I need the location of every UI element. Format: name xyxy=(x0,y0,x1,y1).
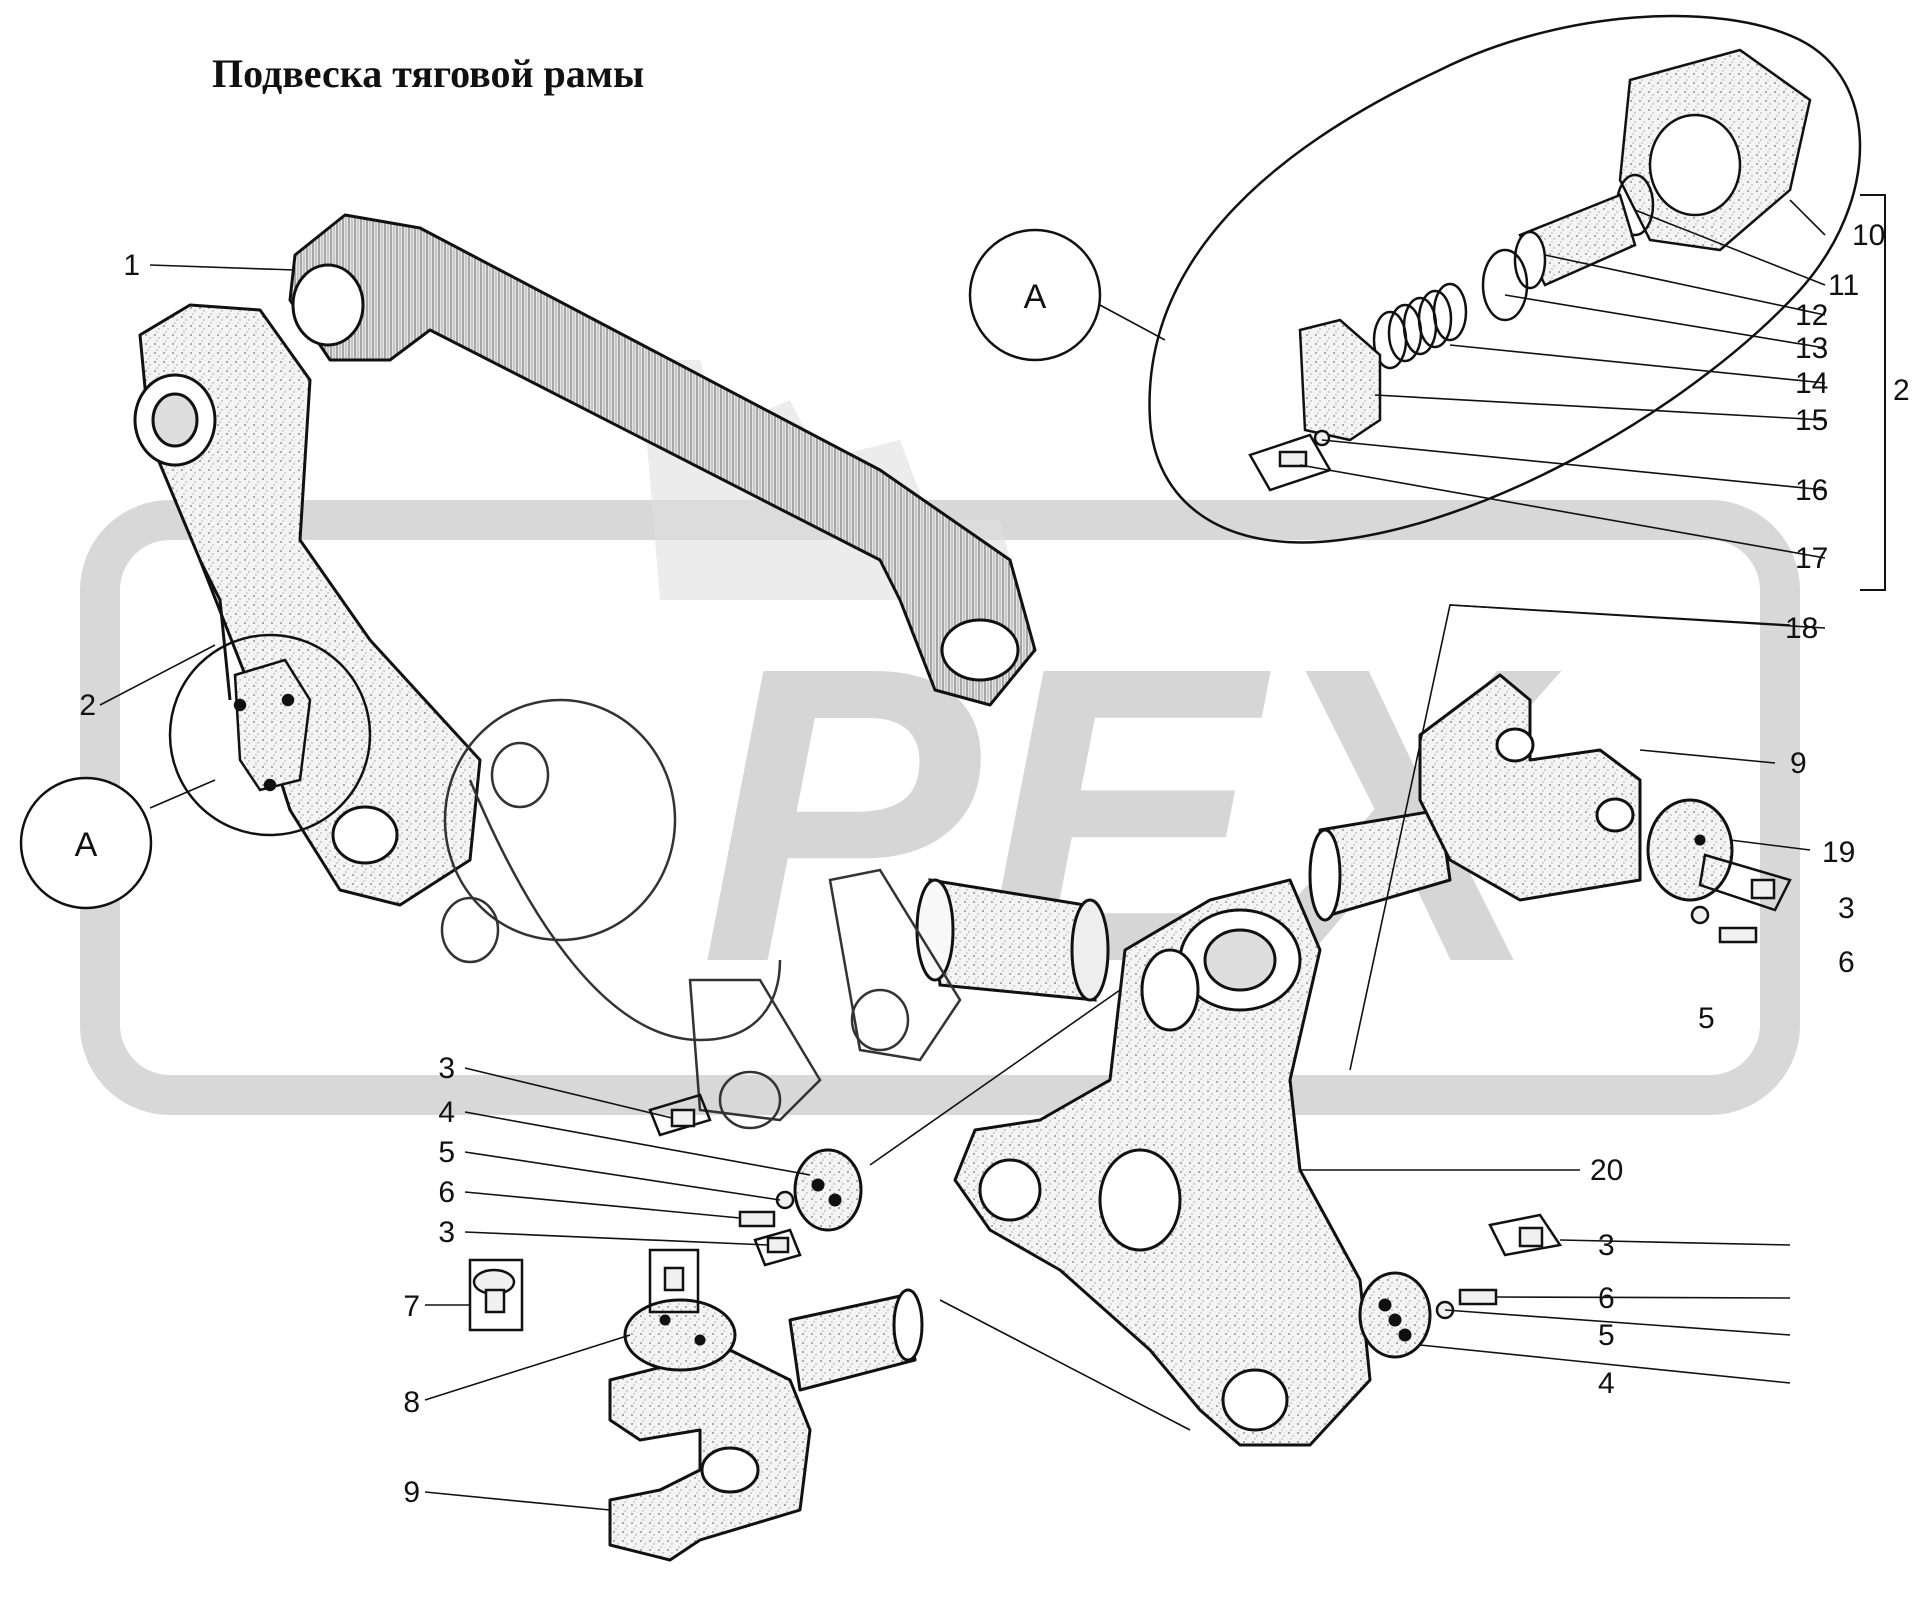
part-label: 2 xyxy=(1893,374,1910,407)
fasteners xyxy=(468,853,1792,1332)
part-label: 18 xyxy=(1785,612,1818,645)
part-number-labels: 1 2 3 4 5 6 3 7 8 9 10 11 12 13 14 15 16… xyxy=(79,219,1909,1509)
part-cap-right xyxy=(1646,798,1734,902)
part-label: 6 xyxy=(438,1176,455,1209)
diagram-title: Подвеска тяговой рамы xyxy=(212,51,645,96)
part-bracket xyxy=(953,878,1372,1447)
part-label: 3 xyxy=(438,1052,455,1085)
part-label: 17 xyxy=(1795,542,1828,575)
detail-a-left-letter: A xyxy=(75,826,98,864)
part-label: 15 xyxy=(1795,404,1828,437)
part-vertical-link xyxy=(133,303,482,907)
part-label: 10 xyxy=(1852,219,1885,252)
part-pin xyxy=(915,878,1110,1002)
part-label: 1 xyxy=(123,249,140,282)
part-label: 14 xyxy=(1795,367,1828,400)
part-label: 8 xyxy=(403,1386,420,1419)
part-label: 9 xyxy=(1790,747,1807,780)
leader-lines xyxy=(99,199,1826,1511)
part-fork-left xyxy=(608,1288,924,1562)
detail-view-a xyxy=(1148,14,1886,591)
part-label: 11 xyxy=(1828,269,1859,302)
part-label: 3 xyxy=(438,1216,455,1249)
detail-a-right-circle xyxy=(968,228,1102,362)
part-disc-right xyxy=(1358,1271,1432,1359)
ghost-frame-bracket xyxy=(440,698,962,1130)
part-label: 6 xyxy=(1598,1282,1615,1315)
detail-a-right-letter: A xyxy=(1024,278,1047,316)
detail-letter-callouts: A A xyxy=(19,228,1102,910)
part-label: 19 xyxy=(1822,836,1855,869)
part-label: 4 xyxy=(1598,1367,1615,1400)
part-label: 7 xyxy=(403,1290,420,1323)
part-label: 3 xyxy=(1838,892,1855,925)
part-label: 12 xyxy=(1795,299,1828,332)
part-label: 5 xyxy=(1598,1319,1615,1352)
part-lever-arm xyxy=(288,213,1037,707)
part-label: 6 xyxy=(1838,946,1855,979)
detail-circle-left xyxy=(168,633,372,837)
part-fork-right xyxy=(1308,673,1642,922)
part-label: 4 xyxy=(438,1096,455,1129)
part-label: 5 xyxy=(1698,1002,1715,1035)
detail-a-left-circle xyxy=(19,776,153,910)
part-disc-left xyxy=(793,1148,863,1232)
part-label: 16 xyxy=(1795,474,1828,507)
part-label: 3 xyxy=(1598,1229,1615,1262)
part-label: 2 xyxy=(79,689,96,722)
part-plate-left xyxy=(623,1298,737,1372)
part-label: 20 xyxy=(1590,1154,1623,1187)
part-label: 5 xyxy=(438,1136,455,1169)
part-label: 9 xyxy=(403,1476,420,1509)
part-label: 13 xyxy=(1795,332,1828,365)
